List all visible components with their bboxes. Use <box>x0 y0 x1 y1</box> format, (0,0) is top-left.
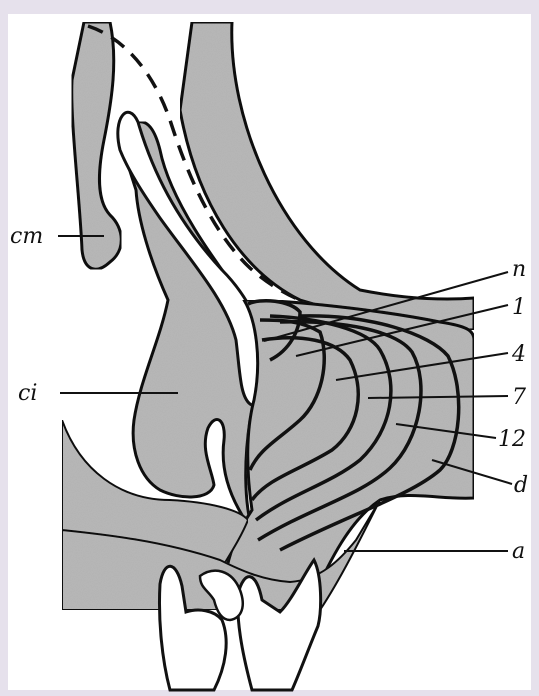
label-cm: cm <box>10 224 43 249</box>
label-12: 12 <box>498 427 526 452</box>
label-a: a <box>512 539 525 564</box>
label-1: 1 <box>512 295 526 320</box>
label-n: n <box>512 257 526 282</box>
label-7: 7 <box>512 385 526 410</box>
concha-media <box>72 22 122 269</box>
label-d: d <box>514 473 528 498</box>
label-4: 4 <box>511 342 526 367</box>
label-ci: ci <box>18 381 37 406</box>
